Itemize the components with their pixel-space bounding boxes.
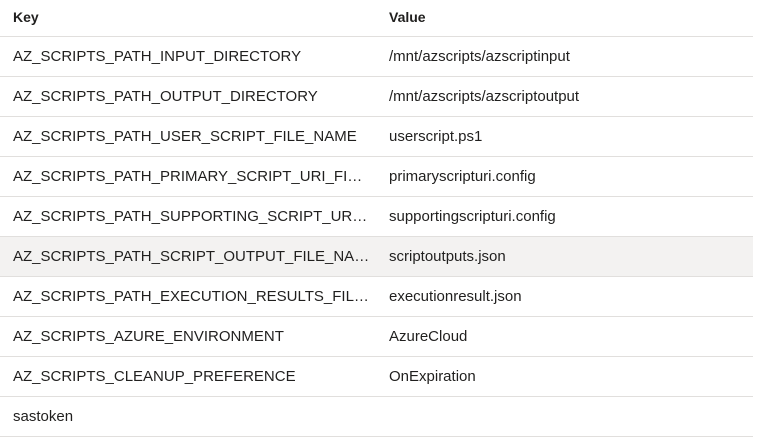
table-row[interactable]: AZ_SCRIPTS_PATH_EXECUTION_RESULTS_FILE_N… [0, 277, 753, 317]
value-cell: supportingscripturi.config [389, 208, 556, 225]
key-cell: sastoken [13, 408, 74, 425]
key-cell: AZ_SCRIPTS_PATH_PRIMARY_SCRIPT_URI_FILE_… [13, 168, 376, 185]
grid-header-row: Key Value [0, 0, 753, 37]
value-cell: scriptoutputs.json [389, 248, 506, 265]
table-row[interactable]: AZ_SCRIPTS_PATH_INPUT_DIRECTORY /mnt/azs… [0, 37, 753, 77]
key-cell: AZ_SCRIPTS_PATH_EXECUTION_RESULTS_FILE_N… [13, 288, 376, 305]
table-row[interactable]: AZ_SCRIPTS_PATH_SUPPORTING_SCRIPT_URI_FI… [0, 197, 753, 237]
value-cell: userscript.ps1 [389, 128, 483, 145]
table-row[interactable]: AZ_SCRIPTS_AZURE_ENVIRONMENT AzureCloud [0, 317, 753, 357]
key-cell: AZ_SCRIPTS_AZURE_ENVIRONMENT [13, 328, 284, 345]
key-cell: AZ_SCRIPTS_PATH_SUPPORTING_SCRIPT_URI_FI… [13, 208, 376, 225]
key-cell: AZ_SCRIPTS_PATH_OUTPUT_DIRECTORY [13, 88, 318, 105]
table-row[interactable]: AZ_SCRIPTS_CLEANUP_PREFERENCE OnExpirati… [0, 357, 753, 397]
table-row[interactable]: AZ_SCRIPTS_PATH_USER_SCRIPT_FILE_NAME us… [0, 117, 753, 157]
value-cell: primaryscripturi.config [389, 168, 536, 185]
column-header-value[interactable]: Value [389, 9, 426, 25]
environment-variables-grid: Key Value AZ_SCRIPTS_PATH_INPUT_DIRECTOR… [0, 0, 753, 437]
value-cell: /mnt/azscripts/azscriptoutput [389, 88, 580, 105]
key-cell: AZ_SCRIPTS_PATH_INPUT_DIRECTORY [13, 48, 302, 65]
key-cell: AZ_SCRIPTS_PATH_USER_SCRIPT_FILE_NAME [13, 128, 357, 145]
value-cell: executionresult.json [389, 288, 522, 305]
table-row[interactable]: AZ_SCRIPTS_PATH_PRIMARY_SCRIPT_URI_FILE_… [0, 157, 753, 197]
value-cell: /mnt/azscripts/azscriptinput [389, 48, 570, 65]
table-row-selected[interactable]: AZ_SCRIPTS_PATH_SCRIPT_OUTPUT_FILE_NAME … [0, 237, 753, 277]
column-header-key[interactable]: Key [13, 9, 39, 25]
key-cell: AZ_SCRIPTS_PATH_SCRIPT_OUTPUT_FILE_NAME [13, 248, 376, 265]
value-cell: AzureCloud [389, 328, 468, 345]
table-row[interactable]: AZ_SCRIPTS_PATH_OUTPUT_DIRECTORY /mnt/az… [0, 77, 753, 117]
table-row[interactable]: sastoken [0, 397, 753, 437]
value-cell: OnExpiration [389, 368, 476, 385]
key-cell: AZ_SCRIPTS_CLEANUP_PREFERENCE [13, 368, 296, 385]
